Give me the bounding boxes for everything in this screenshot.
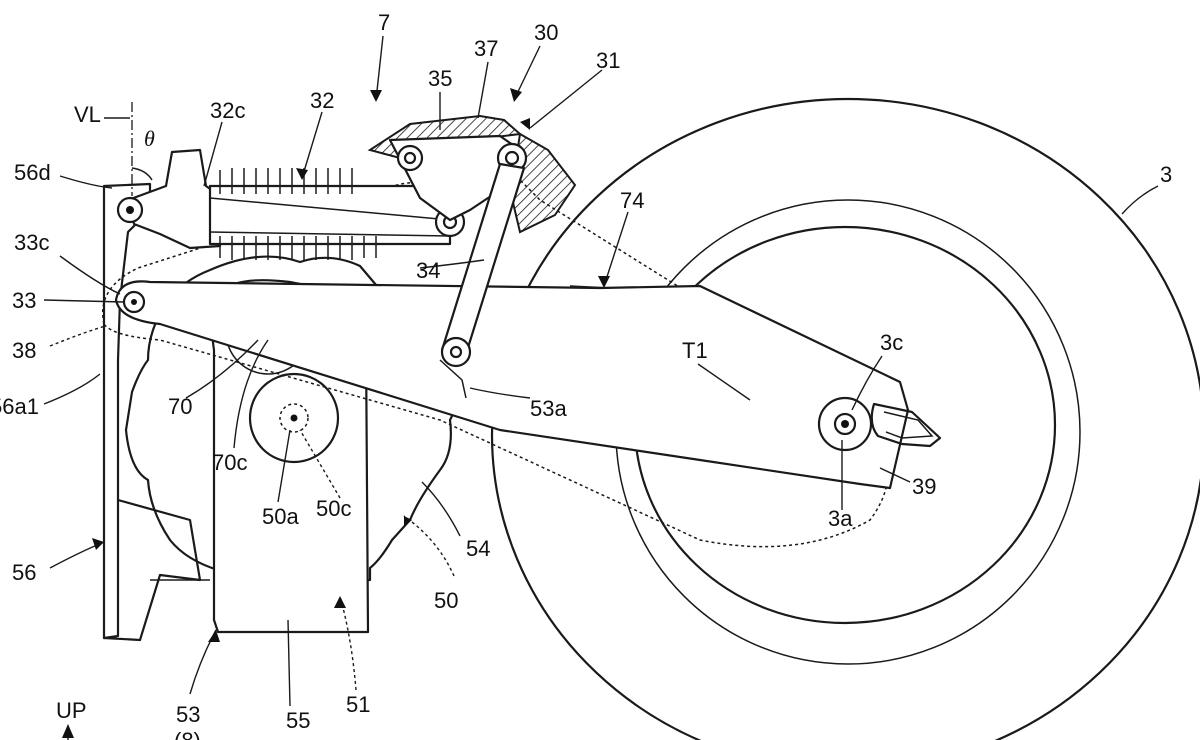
label-32c: 32c xyxy=(210,98,245,123)
reference-labels: 7 30 37 31 35 32 32c VL θ 56d 33c 33 38 … xyxy=(0,10,1172,740)
label-30: 30 xyxy=(534,20,558,45)
leader-lines xyxy=(43,35,1159,740)
label-31: 31 xyxy=(596,48,620,73)
label-56d: 56d xyxy=(14,160,51,185)
label-8: (8) xyxy=(174,728,201,740)
label-38: 38 xyxy=(12,338,36,363)
label-32: 32 xyxy=(310,88,334,113)
label-50a: 50a xyxy=(262,504,299,529)
label-50c: 50c xyxy=(316,496,351,521)
label-51: 51 xyxy=(346,692,370,717)
chain-envelope xyxy=(102,177,889,548)
label-3: 3 xyxy=(1160,162,1172,187)
label-70c: 70c xyxy=(212,450,247,475)
theta-angle-arc xyxy=(131,167,153,181)
arrowheads xyxy=(62,88,610,738)
label-74: 74 xyxy=(620,188,644,213)
label-37: 37 xyxy=(474,36,498,61)
linkage-assembly xyxy=(367,114,577,399)
label-55: 55 xyxy=(286,708,310,733)
label-7: 7 xyxy=(378,10,390,35)
label-VL: VL xyxy=(74,102,101,127)
label-56a1: 56a1 xyxy=(0,394,39,419)
label-70: 70 xyxy=(168,394,192,419)
label-53a: 53a xyxy=(530,396,567,421)
frame-plate xyxy=(102,182,210,642)
label-theta: θ xyxy=(144,126,155,151)
label-T1: T1 xyxy=(682,338,708,363)
swing-arm xyxy=(114,280,910,490)
label-56: 56 xyxy=(12,560,36,585)
label-39: 39 xyxy=(912,474,936,499)
label-33: 33 xyxy=(12,288,36,313)
label-UP: UP xyxy=(56,698,87,723)
suspension-damper xyxy=(116,148,466,260)
label-53: 53 xyxy=(176,702,200,727)
label-50: 50 xyxy=(434,588,458,613)
rear-axle xyxy=(817,396,942,452)
label-33c: 33c xyxy=(14,230,49,255)
label-35: 35 xyxy=(428,66,452,91)
label-3a: 3a xyxy=(828,506,853,531)
label-34: 34 xyxy=(416,258,440,283)
label-3c: 3c xyxy=(880,330,903,355)
label-54: 54 xyxy=(466,536,490,561)
